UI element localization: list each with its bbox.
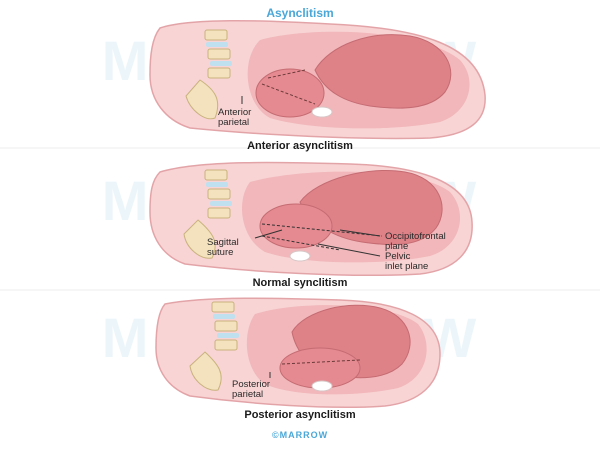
occipitofrontal-leader bbox=[339, 229, 381, 237]
label-posterior-parietal: Posterior parietal bbox=[232, 379, 271, 400]
label-sagittal-suture: Sagittal suture bbox=[207, 237, 239, 258]
fetal-head-2 bbox=[259, 203, 333, 249]
pubis-1 bbox=[311, 106, 333, 118]
label-occipitofrontal-plane: Occipitofrontal plane bbox=[385, 231, 446, 252]
panel-posterior-asynclitism bbox=[155, 297, 441, 409]
fetus-1 bbox=[314, 34, 452, 109]
panel-normal-synclitism bbox=[0, 161, 600, 291]
label-pelvic-inlet-plane: Pelvic inlet plane bbox=[385, 251, 429, 272]
parietal-dashed-1 bbox=[261, 83, 316, 105]
panel-anterior-asynclitism bbox=[0, 19, 600, 149]
pubis-3 bbox=[311, 380, 333, 392]
spine-3 bbox=[189, 301, 239, 391]
parietal-dashed-3 bbox=[281, 359, 361, 365]
pelvic-inlet-plane-line bbox=[261, 235, 341, 251]
caption-anterior-asynclitism: Anterior asynclitism bbox=[247, 140, 353, 152]
plane-dashed-1 bbox=[267, 69, 306, 79]
caption-normal-synclitism: Normal synclitism bbox=[252, 277, 348, 289]
occipitofrontal-plane-line bbox=[261, 223, 383, 237]
spine-1 bbox=[185, 29, 232, 120]
footer-copyright: ©MARROW bbox=[271, 430, 329, 440]
caption-posterior-asynclitism: Posterior asynclitism bbox=[244, 409, 356, 421]
fetal-head-1 bbox=[255, 68, 325, 118]
figure-title: Asynclitism bbox=[266, 6, 334, 20]
label-anterior-parietal: Anterior parietal bbox=[218, 107, 252, 128]
pelvic-inlet-leader bbox=[317, 243, 381, 257]
pubis-2 bbox=[289, 250, 311, 262]
fetus-2 bbox=[299, 169, 443, 246]
sagittal-suture-leader bbox=[254, 229, 283, 239]
spine-2 bbox=[183, 169, 232, 259]
